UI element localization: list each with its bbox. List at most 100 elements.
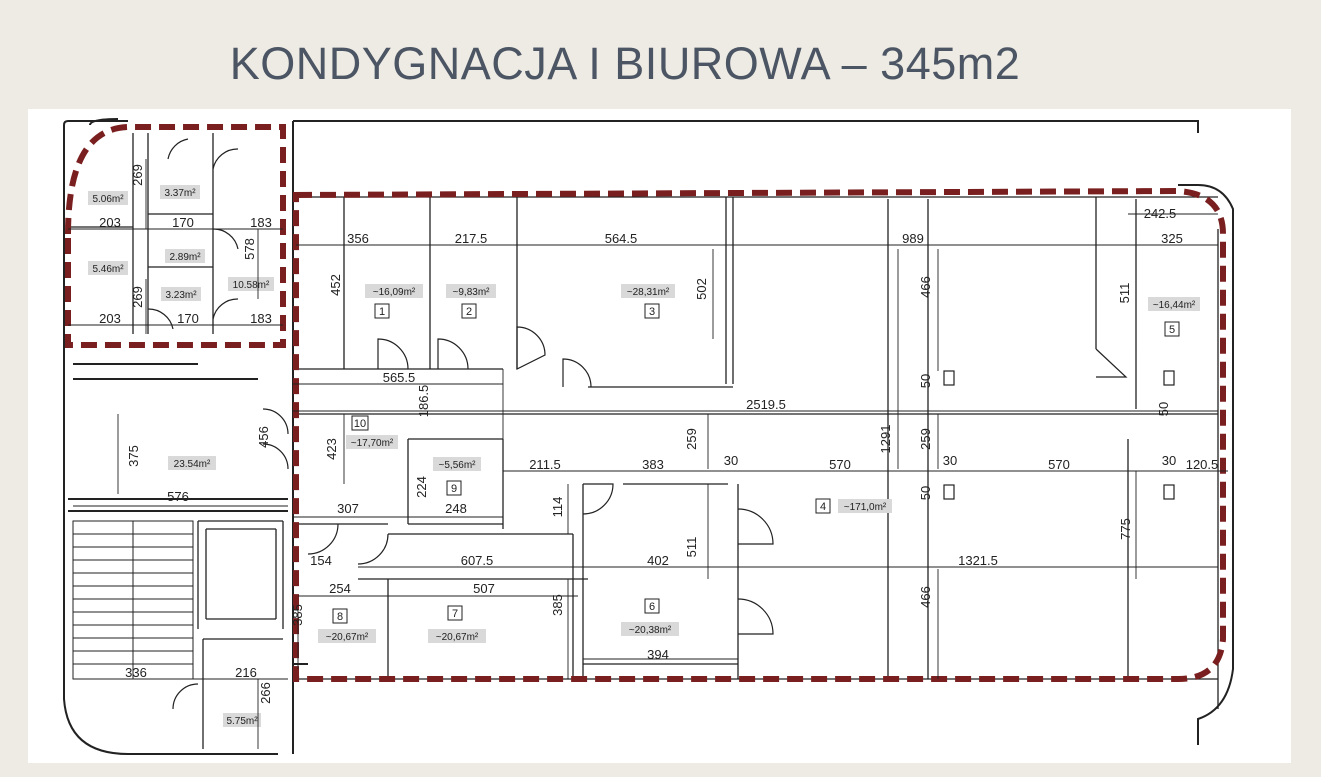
- dimension-label: 2519.5: [746, 397, 786, 412]
- floor-plan: 1 2 3 4 5 6 7 8 9 10 ~16,09m² ~9,83m² ~2…: [63, 118, 1234, 755]
- room-area-8: ~20,67m²: [326, 632, 369, 643]
- dimension-label: 203: [99, 215, 121, 230]
- room-area-1: ~16,09m²: [373, 287, 416, 298]
- area-label: 2.89m²: [169, 252, 201, 263]
- area-label: 5.46m²: [92, 264, 124, 275]
- dimension-label: 183: [250, 311, 272, 326]
- room-number-7: 7: [452, 608, 458, 620]
- area-label: 3.37m²: [164, 188, 196, 199]
- dimension-label: 30: [1162, 453, 1176, 468]
- dimension-label: 385: [550, 594, 565, 616]
- dimension-label: 259: [684, 428, 699, 450]
- room-number-10: 10: [354, 418, 366, 430]
- dimension-label: 375: [126, 445, 141, 467]
- dimension-label: 402: [647, 553, 669, 568]
- room-number-9: 9: [451, 483, 457, 495]
- dimension-label: 211.5: [529, 457, 561, 472]
- room-area-4: ~171,0m²: [844, 502, 887, 513]
- dimension-label: 336: [125, 665, 147, 680]
- room-number-3: 3: [649, 306, 655, 318]
- dimension-label: 325: [1161, 231, 1183, 246]
- room-number-6: 6: [649, 601, 655, 613]
- dimension-label: 254: [329, 581, 351, 596]
- area-label: 23.54m²: [174, 459, 211, 470]
- dimension-label: 217.5: [455, 231, 488, 246]
- dimension-label: 607.5: [461, 553, 494, 568]
- area-label: 5.06m²: [92, 194, 124, 205]
- dimension-label: 269: [130, 164, 145, 186]
- interior-walls: [68, 133, 1219, 749]
- dimension-label: 50: [918, 486, 933, 500]
- room-area-5: ~16,44m²: [1153, 300, 1196, 311]
- dimension-label: 50: [1156, 402, 1171, 416]
- area-label: 5.75m²: [226, 716, 258, 727]
- dimension-label: 266: [258, 682, 273, 704]
- dimension-label: 456: [256, 426, 271, 448]
- dimension-label: 511: [684, 537, 699, 558]
- room-number-8: 8: [337, 611, 343, 623]
- dimension-label: 242.5: [1144, 206, 1177, 221]
- room-area-10: ~17,70m²: [351, 438, 394, 449]
- area-label: 3.23m²: [165, 290, 197, 301]
- dimension-label: 269: [130, 286, 145, 308]
- dimension-label: 203: [99, 311, 121, 326]
- room-area-6: ~20,38m²: [629, 625, 672, 636]
- room-number-4: 4: [820, 501, 826, 513]
- dimension-label: 452: [328, 274, 343, 296]
- dimension-label: 114: [550, 497, 565, 518]
- dimension-labels-vertical: 269 578 269 452 502 466 511 186.5 375 45…: [126, 164, 1171, 704]
- dimension-label: 565.5: [383, 370, 416, 385]
- staircase: [72, 520, 194, 680]
- dimension-label: 507: [473, 581, 495, 596]
- dimension-label: 248: [445, 501, 467, 516]
- dimension-label: 423: [324, 438, 339, 460]
- dimension-label: 383: [642, 457, 664, 472]
- dimension-label: 466: [918, 586, 933, 608]
- dimension-label: 356: [347, 231, 369, 246]
- dimension-label: 50: [918, 374, 933, 388]
- dimension-labels-horizontal: 203 170 183 203 170 183 356 217.5 564.5 …: [99, 206, 1218, 680]
- room-number-boxes: [332, 303, 1180, 624]
- floor-plan-sheet: 1 2 3 4 5 6 7 8 9 10 ~16,09m² ~9,83m² ~2…: [28, 109, 1291, 763]
- dimension-label: 502: [694, 278, 709, 300]
- dimension-label: 120.5: [1186, 457, 1219, 472]
- dimension-lines: [68, 159, 1228, 749]
- dimension-label: 1291: [878, 425, 893, 454]
- dimension-label: 570: [829, 457, 851, 472]
- room-areas: ~16,09m² ~9,83m² ~28,31m² ~171,0m² ~16,4…: [326, 287, 1196, 643]
- dimension-label: 170: [177, 311, 199, 326]
- room-numbers: 1 2 3 4 5 6 7 8 9 10: [337, 306, 1175, 623]
- room-number-1: 1: [379, 306, 385, 318]
- dimension-label: 578: [242, 238, 257, 260]
- dimension-label: 576: [167, 489, 189, 504]
- page-title: KONDYGNACJA I BIUROWA – 345m2: [229, 38, 1021, 89]
- dimension-label: 224: [414, 476, 429, 498]
- dimension-label: 570: [1048, 457, 1070, 472]
- area-label: 10.58m²: [233, 280, 270, 291]
- dimension-label: 259: [918, 428, 933, 450]
- room-number-5: 5: [1169, 324, 1175, 336]
- room-area-2: ~9,83m²: [453, 287, 491, 298]
- dimension-label: 989: [902, 231, 924, 246]
- room-number-2: 2: [466, 306, 472, 318]
- dimension-label: 186.5: [416, 385, 431, 418]
- dimension-label: 394: [647, 647, 669, 662]
- dimension-label: 307: [337, 501, 359, 516]
- office-outline: [65, 124, 1226, 682]
- dimension-label: 385: [290, 604, 305, 626]
- room-area-9: ~5,56m²: [439, 460, 477, 471]
- door-swings: [147, 138, 1128, 710]
- area-label-backgrounds: [88, 185, 1200, 727]
- dimension-label: 30: [724, 453, 738, 468]
- dimension-label: 775: [1118, 518, 1133, 540]
- room-area-3: ~28,31m²: [627, 287, 670, 298]
- dimension-label: 511: [1117, 283, 1132, 304]
- dimension-label: 466: [918, 276, 933, 298]
- dimension-label: 30: [943, 453, 957, 468]
- dimension-label: 170: [172, 215, 194, 230]
- dimension-label: 216: [235, 665, 257, 680]
- columns: [943, 370, 1175, 500]
- dimension-label: 183: [250, 215, 272, 230]
- dimension-label: 1321.5: [958, 553, 998, 568]
- dimension-label: 154: [310, 553, 332, 568]
